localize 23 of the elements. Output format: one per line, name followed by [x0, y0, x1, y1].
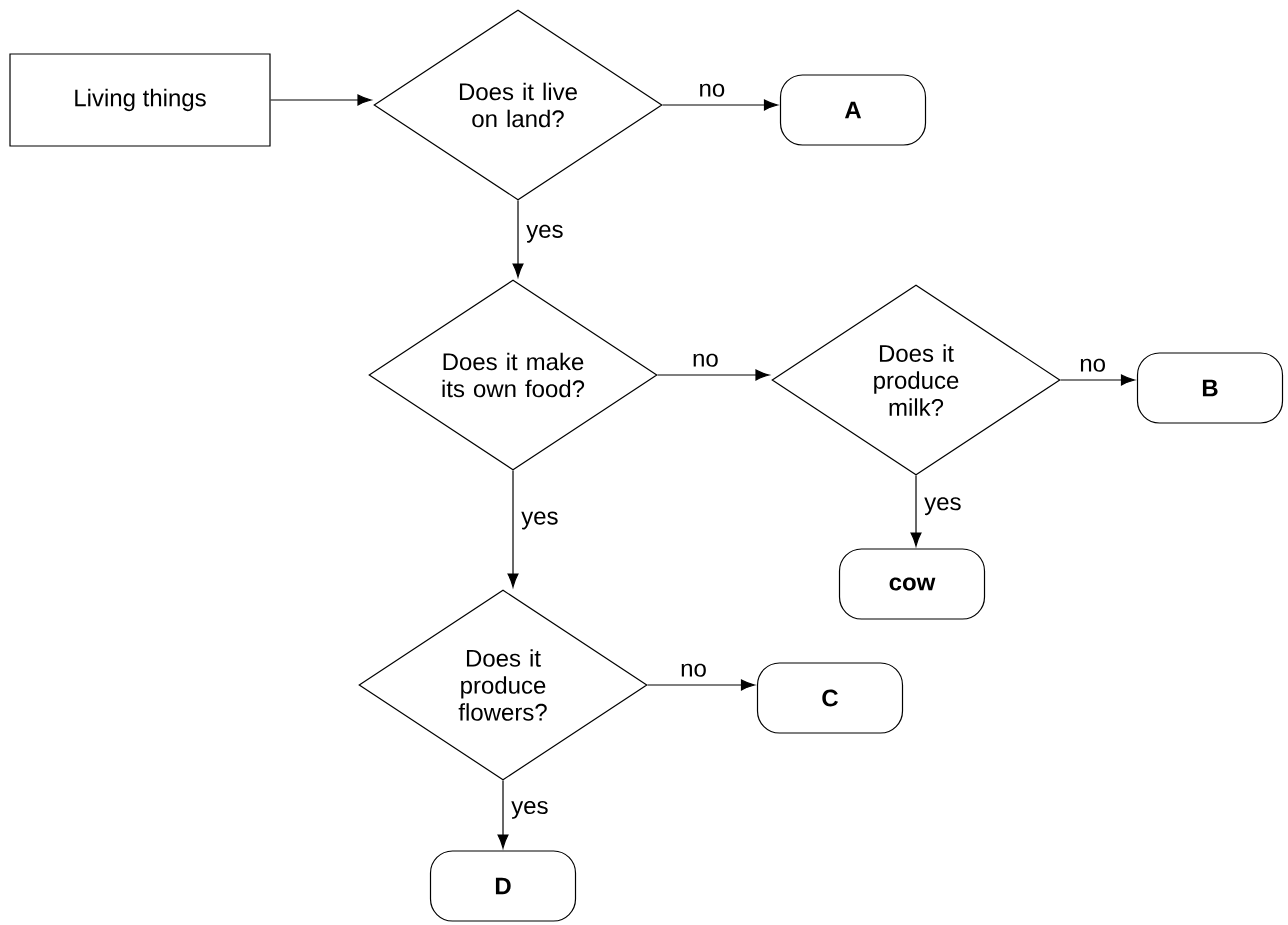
edge-label: no	[691, 352, 720, 368]
process-box: Living things	[9, 53, 271, 147]
terminal-box: B	[1136, 352, 1284, 424]
edge-label: no	[1078, 357, 1107, 373]
arrow	[662, 99, 779, 111]
arrow	[270, 94, 372, 106]
arrow	[1060, 374, 1136, 386]
arrow	[507, 470, 519, 588]
arrow	[497, 780, 509, 849]
edge-label: yes	[520, 510, 560, 531]
terminal-box: A	[779, 74, 927, 146]
edge-label: yes	[510, 799, 550, 820]
edge-label: no	[697, 82, 727, 98]
edge-label: yes	[923, 496, 963, 517]
terminal-box: C	[756, 662, 904, 734]
edge-label: yes	[525, 223, 565, 244]
terminal-box: cow	[838, 548, 986, 620]
arrow	[647, 679, 756, 691]
arrow	[657, 369, 770, 381]
terminal-box: D	[429, 850, 577, 922]
arrow	[512, 200, 524, 278]
edge-label: no	[679, 662, 708, 678]
arrow	[910, 475, 922, 547]
